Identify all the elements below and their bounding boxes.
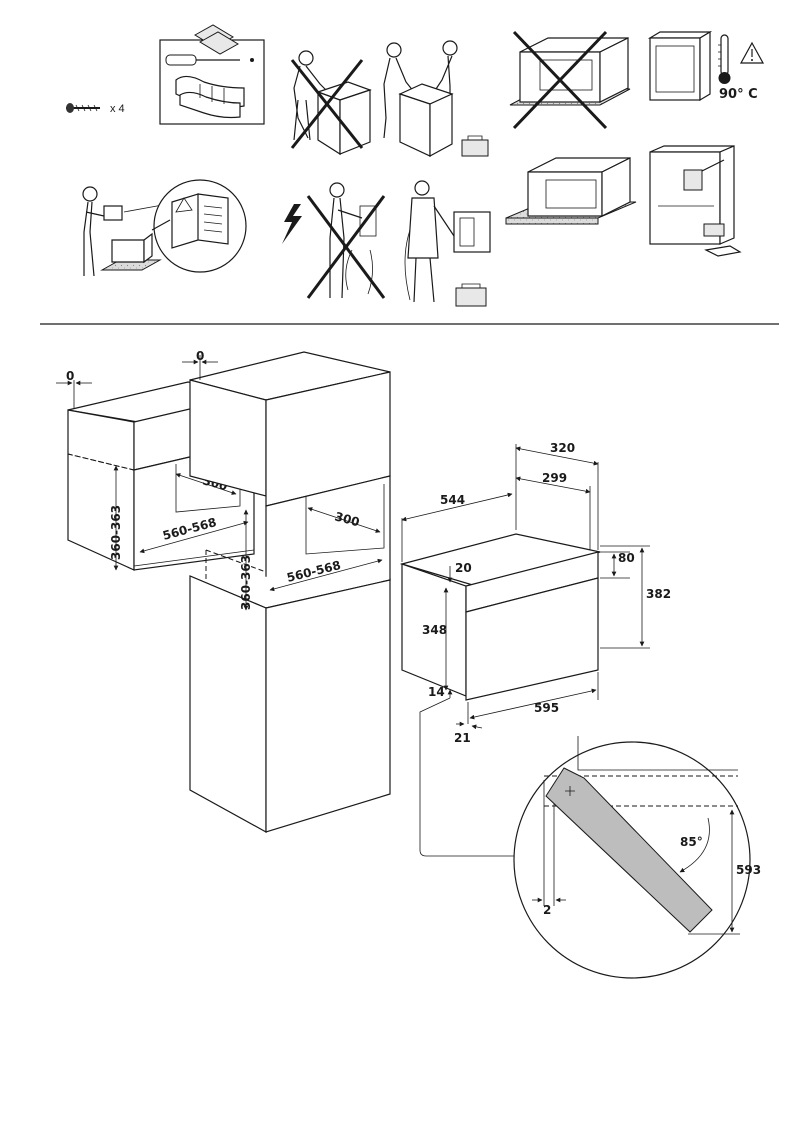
warning-triangle-icon	[739, 41, 765, 64]
cabinet-icon	[647, 30, 713, 102]
temperature-label: 90° C	[719, 87, 758, 102]
panel-height-label: 80	[618, 551, 635, 565]
oven-depth-total-label: 320	[550, 441, 575, 455]
thermometer-icon	[718, 34, 731, 84]
read-manual-illustration	[82, 179, 247, 277]
electrical-self-forbidden	[306, 182, 386, 299]
screwdriver-icon	[165, 54, 254, 66]
total-height-label: 382	[646, 587, 671, 601]
column-height-label: 360-363	[239, 555, 253, 610]
detail-gap-label: 2	[543, 903, 551, 917]
front-width-label: 595	[534, 701, 559, 715]
oven-on-platform	[505, 157, 637, 225]
toolbox-icon	[455, 283, 487, 307]
lift-two-people	[383, 40, 489, 158]
oven-dimension-drawing	[399, 533, 601, 701]
detail-circle	[513, 736, 751, 979]
bottom-offset-label: 14	[428, 685, 445, 699]
detail-callout-line	[419, 697, 518, 857]
detail-height-label: 593	[736, 863, 761, 877]
detail-angle-label: 85°	[680, 835, 703, 849]
wall-height-label: 360-363	[109, 505, 123, 560]
toolbox-icon	[461, 135, 489, 157]
column-depth-label: 300	[333, 509, 361, 529]
screw-count-label: x 4	[110, 103, 125, 115]
front-offset-label: 21	[454, 731, 471, 745]
floor-placement-forbidden	[509, 30, 631, 130]
oven-depth-side-label: 544	[440, 493, 465, 507]
cleaning-illustration	[649, 145, 742, 257]
wall-gap-label: 0	[66, 369, 74, 383]
spacers-icon	[194, 24, 239, 55]
gloves-icon	[175, 75, 245, 119]
screw-icon	[66, 103, 100, 113]
lightning-icon	[282, 204, 302, 244]
tall-cabinet-niche	[189, 351, 391, 834]
electrician-illustration	[404, 180, 491, 307]
oven-depth-body-label: 299	[542, 471, 567, 485]
panel-gap-label: 20	[455, 561, 472, 575]
body-height-label: 348	[422, 623, 447, 637]
lift-alone-forbidden	[290, 50, 372, 156]
accessories-panel	[159, 24, 265, 125]
column-gap-label: 0	[196, 349, 204, 363]
